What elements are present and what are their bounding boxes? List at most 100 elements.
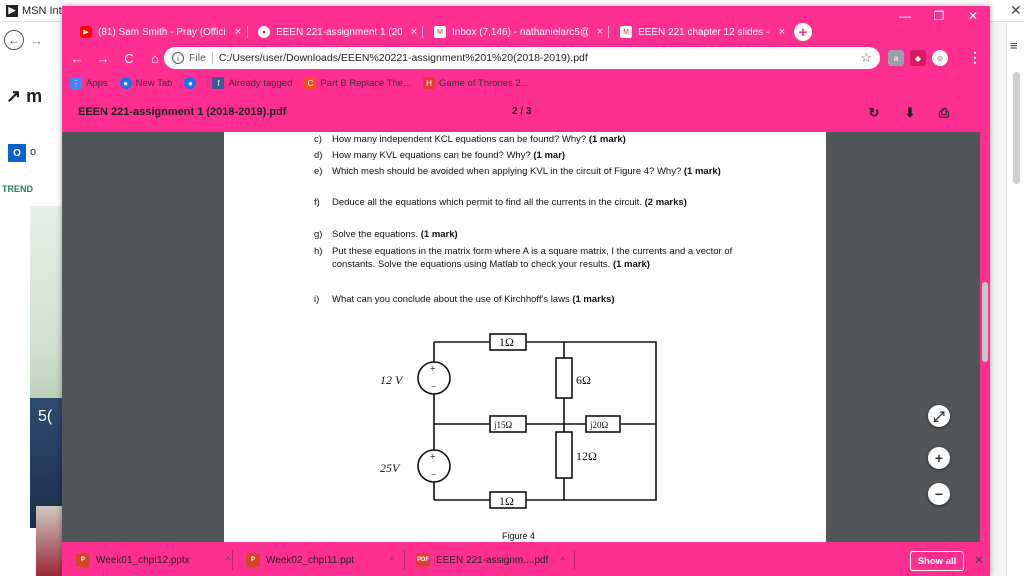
question-mark: (1 mark) [420, 229, 458, 240]
question-mark: (2 marks) [644, 197, 687, 208]
msn-back-button[interactable]: ← [4, 30, 24, 50]
apps-grid-icon: ⋮ [70, 77, 82, 89]
label-25v: 25V [380, 461, 401, 475]
omnibox-divider [211, 52, 213, 64]
info-icon[interactable]: i [172, 52, 184, 64]
label-minus-bottom: − [431, 470, 437, 481]
bookmark-apps[interactable]: ⋮ Apps [70, 77, 108, 89]
extension-icon[interactable]: a [888, 50, 904, 66]
label-r12: 12Ω [576, 449, 597, 463]
download-item[interactable]: P Week02_chpt11.ppt ^ [246, 551, 394, 569]
address-bar[interactable]: i File C:/Users/user/Downloads/EEEN%2022… [164, 47, 880, 69]
bookmark-new-tab[interactable]: ●New Tab [119, 77, 172, 89]
bookmark-label: Apps [86, 77, 108, 89]
chevron-up-icon[interactable]: ^ [560, 555, 565, 565]
msn-forward-button[interactable]: → [30, 32, 43, 48]
label-j20: j20Ω [589, 420, 609, 430]
outlook-label: o [30, 146, 37, 158]
close-download-bar-icon[interactable]: ✕ [974, 553, 985, 567]
download-item[interactable]: PDF EEEN 221-assignm....pdf ^ [416, 551, 565, 569]
tab-close-icon[interactable]: × [410, 26, 418, 38]
avatar[interactable]: ☺ [932, 50, 948, 66]
new-tab-button[interactable]: + [794, 23, 812, 41]
tab-youtube[interactable]: ▶ (81) Sam Smith - Pray (Offici × [72, 20, 244, 44]
question-label: h) [314, 246, 323, 257]
tab-title: Inbox (7,146) - nathanielarc5@g [452, 26, 588, 38]
tab-assignment[interactable]: ● EEEN 221-assignment 1 (2018-20 × [250, 20, 420, 44]
impedance-j20 [585, 415, 621, 433]
pdf-file-icon: PDF [416, 553, 430, 567]
tab-title: (81) Sam Smith - Pray (Offici [98, 26, 226, 38]
minimize-icon[interactable]: — [899, 9, 911, 23]
tab-chapter12[interactable]: M EEEN 221 chapter 12 slides - arc × [612, 20, 788, 44]
wire [526, 341, 657, 501]
restore-icon[interactable]: ❐ [933, 9, 945, 23]
download-separator [404, 550, 405, 570]
msn-close-icon[interactable]: ✕ [1010, 2, 1022, 18]
pdf-scroll-thumb[interactable] [982, 282, 988, 362]
question-text: Deduce all the equations which permit to… [332, 197, 645, 208]
url-text[interactable]: C:/Users/user/Downloads/EEEN%20221-assig… [218, 52, 588, 64]
pdf-scrollbar[interactable] [980, 132, 990, 542]
chevron-up-icon[interactable]: ^ [225, 555, 231, 565]
back-button[interactable]: ← [70, 50, 84, 66]
gmail-icon: M [620, 26, 632, 38]
resistor-6ohm [555, 357, 573, 399]
download-item[interactable]: P Week01_chpt12.pptx ^ [76, 551, 230, 569]
impedance-j15 [489, 415, 527, 433]
question-text: What can you conclude about the use of K… [332, 294, 573, 305]
bookmark-star-icon[interactable]: ☆ [860, 50, 872, 65]
question-item: c) How many independent KCL equations ca… [314, 134, 744, 147]
forward-button[interactable]: → [96, 50, 110, 66]
window-controls: — ❐ ✕ [888, 6, 990, 26]
bookmark-blank[interactable]: ● [184, 77, 200, 89]
zoom-out-button[interactable]: − [928, 483, 950, 505]
tab-title: EEEN 221-assignment 1 (2018-20 [276, 26, 402, 38]
bookmark-label: Part B Replace The... [320, 77, 412, 89]
tab-gmail[interactable]: M Inbox (7,146) - nathanielarc5@g × [426, 20, 606, 44]
tab-strip: ▶ (81) Sam Smith - Pray (Offici × ● EEEN… [62, 6, 990, 44]
hamburger-menu-icon[interactable]: ≡ [1010, 38, 1018, 53]
pdf-toolbar: EEEN 221-assignment 1 (2018-2019).pdf 2 … [62, 94, 990, 132]
download-filename: EEEN 221-assignm....pdf [436, 554, 549, 566]
news-image[interactable] [36, 506, 62, 576]
shield-icon[interactable]: ◆ [910, 50, 926, 66]
close-window-icon[interactable]: ✕ [967, 9, 979, 23]
powerpoint-file-icon: P [246, 553, 260, 567]
reload-button[interactable]: C [124, 50, 134, 66]
question-mark: (1 mark) [612, 258, 650, 270]
outlook-icon[interactable]: O [8, 144, 26, 162]
tab-close-icon[interactable]: × [596, 26, 604, 38]
news-number: 5( [38, 408, 53, 425]
tab-separator [608, 26, 609, 38]
msn-logo: ↗ m [6, 86, 42, 107]
download-icon[interactable]: ⬇ [904, 105, 916, 120]
print-icon[interactable]: ⎙ [938, 105, 950, 120]
msn-logo-letter: m [26, 86, 43, 106]
label-r-top: 1Ω [499, 335, 514, 349]
fit-to-page-icon[interactable]: ⤢ [928, 405, 950, 427]
tab-close-icon[interactable]: × [778, 26, 786, 38]
zoom-in-button[interactable]: + [928, 447, 950, 469]
question-mark: (1 mar) [533, 150, 566, 161]
show-all-button[interactable]: Show all [910, 551, 964, 571]
tab-close-icon[interactable]: × [234, 26, 242, 38]
question-mark: (1 mark) [588, 134, 626, 145]
question-label: d) [314, 150, 323, 161]
question-item: h) Put these equations in the matrix for… [314, 246, 744, 271]
label-plus-top: + [430, 364, 436, 375]
pdf-title: EEEN 221-assignment 1 (2018-2019).pdf [78, 106, 287, 118]
download-bar: P Week01_chpt12.pptx ^ P Week02_chpt11.p… [62, 542, 990, 576]
msn-scrollbar[interactable] [1013, 72, 1020, 184]
label-12v: 12 V [380, 373, 404, 387]
rotate-icon[interactable]: ↻ [868, 105, 880, 120]
chrome-menu-icon[interactable]: ⋮ [968, 49, 982, 65]
chrome-page-icon: ● [119, 77, 132, 89]
chevron-up-icon[interactable]: ^ [390, 555, 395, 565]
home-button[interactable]: ⌂ [151, 50, 159, 66]
label-r-bottom: 1Ω [499, 494, 514, 508]
